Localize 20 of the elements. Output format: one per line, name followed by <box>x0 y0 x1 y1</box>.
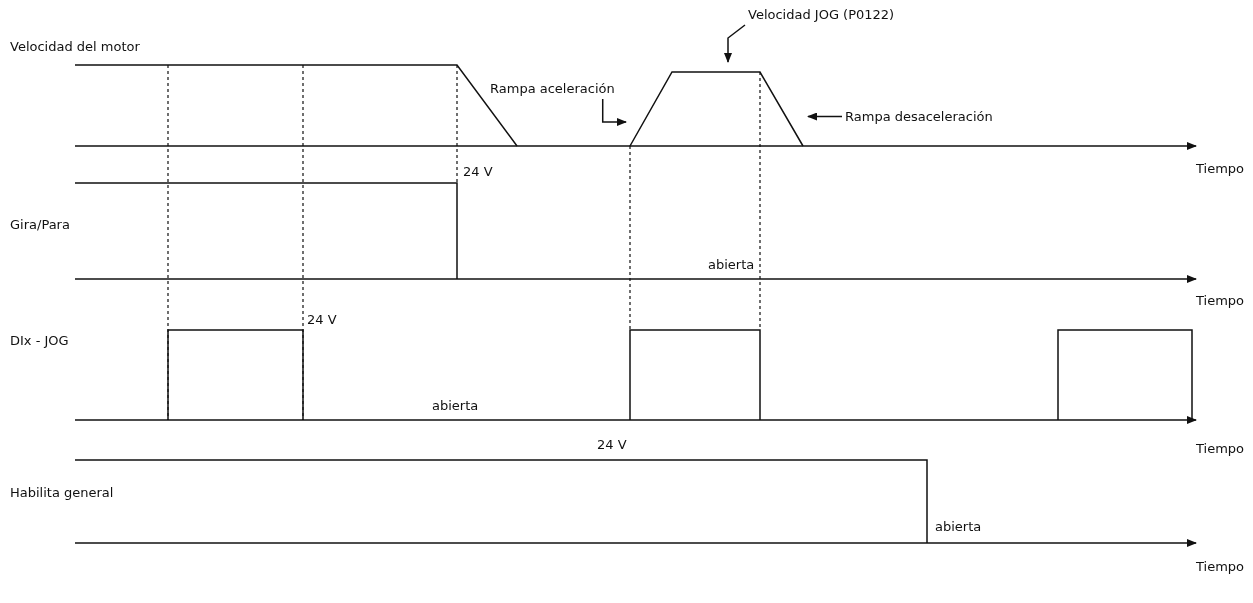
signal-label: DIx - JOG <box>10 332 69 349</box>
signal-label: Habilita general <box>10 484 114 501</box>
axis-label: Tiempo <box>1196 160 1245 177</box>
leader-line <box>807 112 843 121</box>
state-label: abierta <box>708 256 755 273</box>
state-label: abierta <box>432 397 479 414</box>
state-label: abierta <box>935 518 982 535</box>
signal-label: Velocidad del motor <box>10 38 140 55</box>
leader-line <box>601 98 627 126</box>
voltage-label: 24 V <box>463 163 493 180</box>
leader-line <box>724 24 746 63</box>
voltage-label: 24 V <box>597 436 627 453</box>
signal-label: Gira/Para <box>10 216 70 233</box>
callout-text: Rampa desaceleración <box>845 108 993 125</box>
callout-text: Velocidad JOG (P0122) <box>748 6 895 23</box>
axis-label: Tiempo <box>1196 440 1245 457</box>
voltage-label: 24 V <box>307 311 337 328</box>
axis-label: Tiempo <box>1196 558 1245 575</box>
axis-label: Tiempo <box>1196 292 1245 309</box>
callout-text: Rampa aceleración <box>490 80 615 97</box>
